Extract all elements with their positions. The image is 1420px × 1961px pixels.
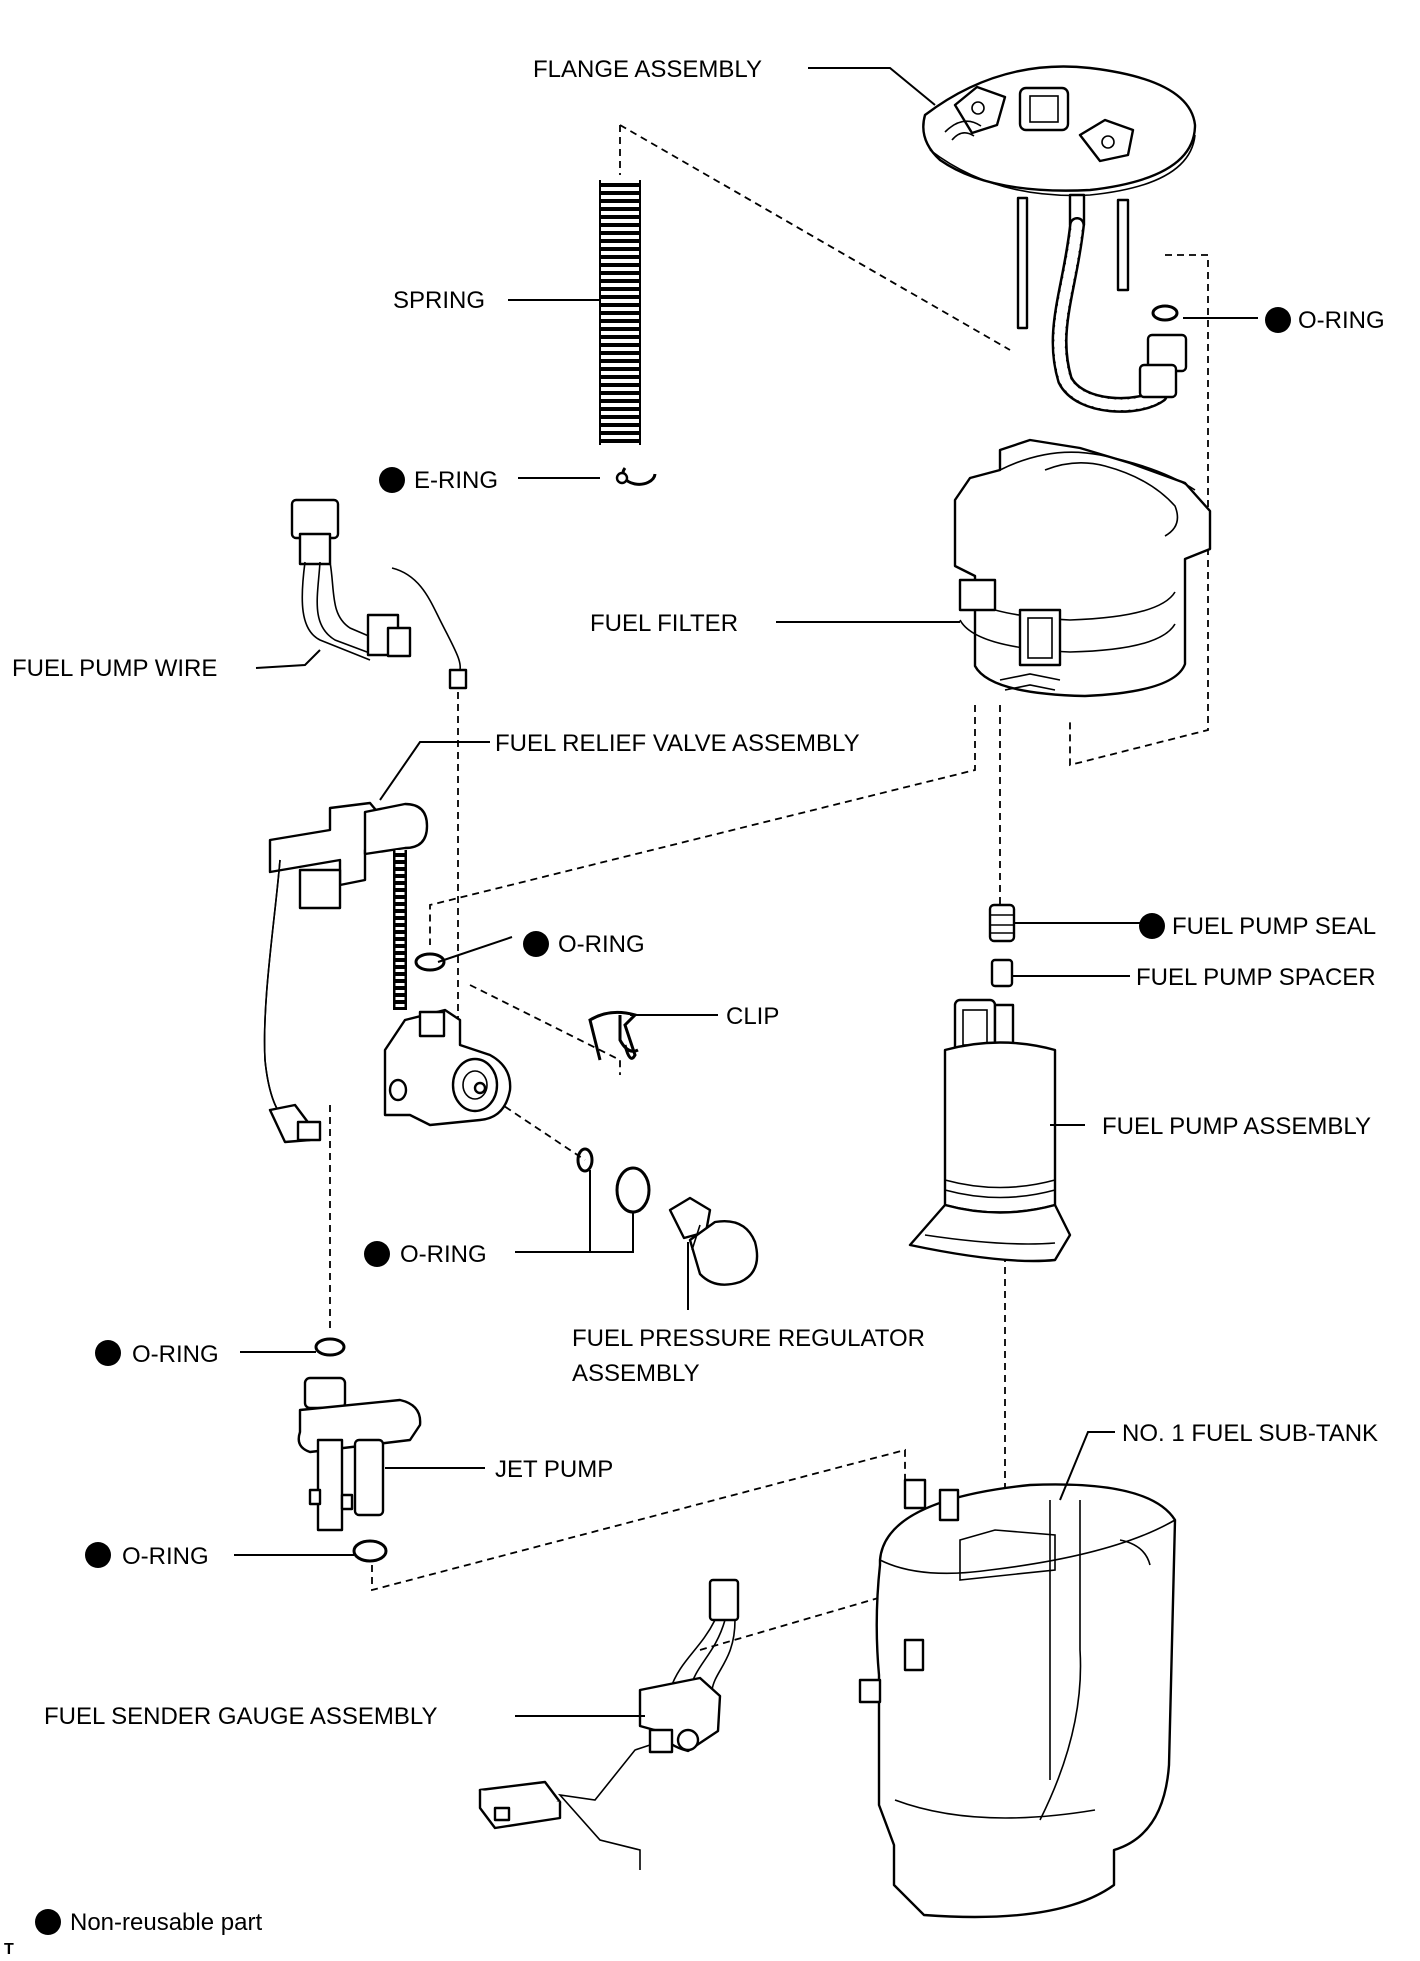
legend: Non-reusable part T: [4, 1909, 262, 1958]
label-fuel-pressure-regulator-line2: ASSEMBLY: [572, 1360, 700, 1387]
fuel-sender-gauge-assembly-part: [478, 1578, 740, 1870]
fuel-filter-part: [953, 438, 1212, 698]
non-reusable-marker: [1265, 307, 1291, 333]
fuel-relief-valve-assembly-part: [263, 801, 512, 1144]
o-ring-jet-pump-upper-part: [314, 1337, 346, 1357]
corner-mark: T: [4, 1941, 14, 1956]
non-reusable-markers: [35, 307, 1291, 1935]
e-ring-part: [615, 467, 657, 486]
o-ring-relief-valve-part: [414, 952, 446, 972]
label-o-ring-jet-pump-upper: O-RING: [132, 1341, 219, 1368]
fuel-pressure-regulator-part: [668, 1196, 759, 1286]
label-fuel-pump-wire: FUEL PUMP WIRE: [12, 655, 217, 682]
non-reusable-marker: [523, 931, 549, 957]
label-fuel-pump-assembly: FUEL PUMP ASSEMBLY: [1102, 1113, 1371, 1140]
label-fuel-pump-spacer: FUEL PUMP SPACER: [1136, 964, 1376, 991]
non-reusable-marker: [1139, 913, 1165, 939]
o-ring-regulator-large-part: [615, 1166, 651, 1214]
spring-part: [599, 180, 641, 445]
label-o-ring-flange: O-RING: [1298, 307, 1385, 334]
fuel-pump-seal-part: [988, 903, 1016, 943]
non-reusable-marker: [85, 1542, 111, 1568]
o-ring-flange-part: [1151, 304, 1179, 322]
fuel-pump-assembly-part: [908, 998, 1072, 1263]
label-fuel-relief-valve-assembly: FUEL RELIEF VALVE ASSEMBLY: [495, 730, 860, 757]
fuel-sub-tank-part: [858, 1478, 1177, 1919]
leader-lines: [234, 67, 1258, 1717]
label-flange-assembly: FLANGE ASSEMBLY: [533, 56, 762, 83]
label-o-ring-relief-valve: O-RING: [558, 931, 645, 958]
legend-marker: [35, 1909, 61, 1935]
label-fuel-pressure-regulator-line1: FUEL PRESSURE REGULATOR: [572, 1325, 925, 1352]
flange-assembly-part: [922, 65, 1197, 413]
label-o-ring-jet-pump-lower: O-RING: [122, 1543, 209, 1570]
fuel-pump-spacer-part: [990, 958, 1014, 988]
fuel-pump-wire-part: [290, 498, 468, 690]
legend-text: Non-reusable part: [70, 1909, 262, 1936]
clip-part: [588, 1010, 639, 1061]
o-ring-jet-pump-lower-part: [352, 1539, 388, 1563]
label-jet-pump: JET PUMP: [495, 1456, 613, 1483]
alignment-lines: [329, 124, 1209, 1651]
label-fuel-filter: FUEL FILTER: [590, 610, 738, 637]
label-spring: SPRING: [393, 287, 485, 314]
label-clip: CLIP: [726, 1003, 779, 1030]
non-reusable-marker: [95, 1340, 121, 1366]
o-ring-regulator-small-part: [576, 1147, 594, 1173]
part-labels: FLANGE ASSEMBLY SPRING O-RING E-RING FUE…: [12, 56, 1385, 1730]
non-reusable-marker: [364, 1241, 390, 1267]
label-o-ring-regulator: O-RING: [400, 1241, 487, 1268]
label-e-ring: E-RING: [414, 467, 498, 494]
label-no1-fuel-sub-tank: NO. 1 FUEL SUB-TANK: [1122, 1420, 1378, 1447]
jet-pump-part: [297, 1376, 422, 1532]
label-fuel-sender-gauge-assembly: FUEL SENDER GAUGE ASSEMBLY: [44, 1703, 437, 1730]
non-reusable-marker: [379, 467, 405, 493]
label-fuel-pump-seal: FUEL PUMP SEAL: [1172, 913, 1376, 940]
